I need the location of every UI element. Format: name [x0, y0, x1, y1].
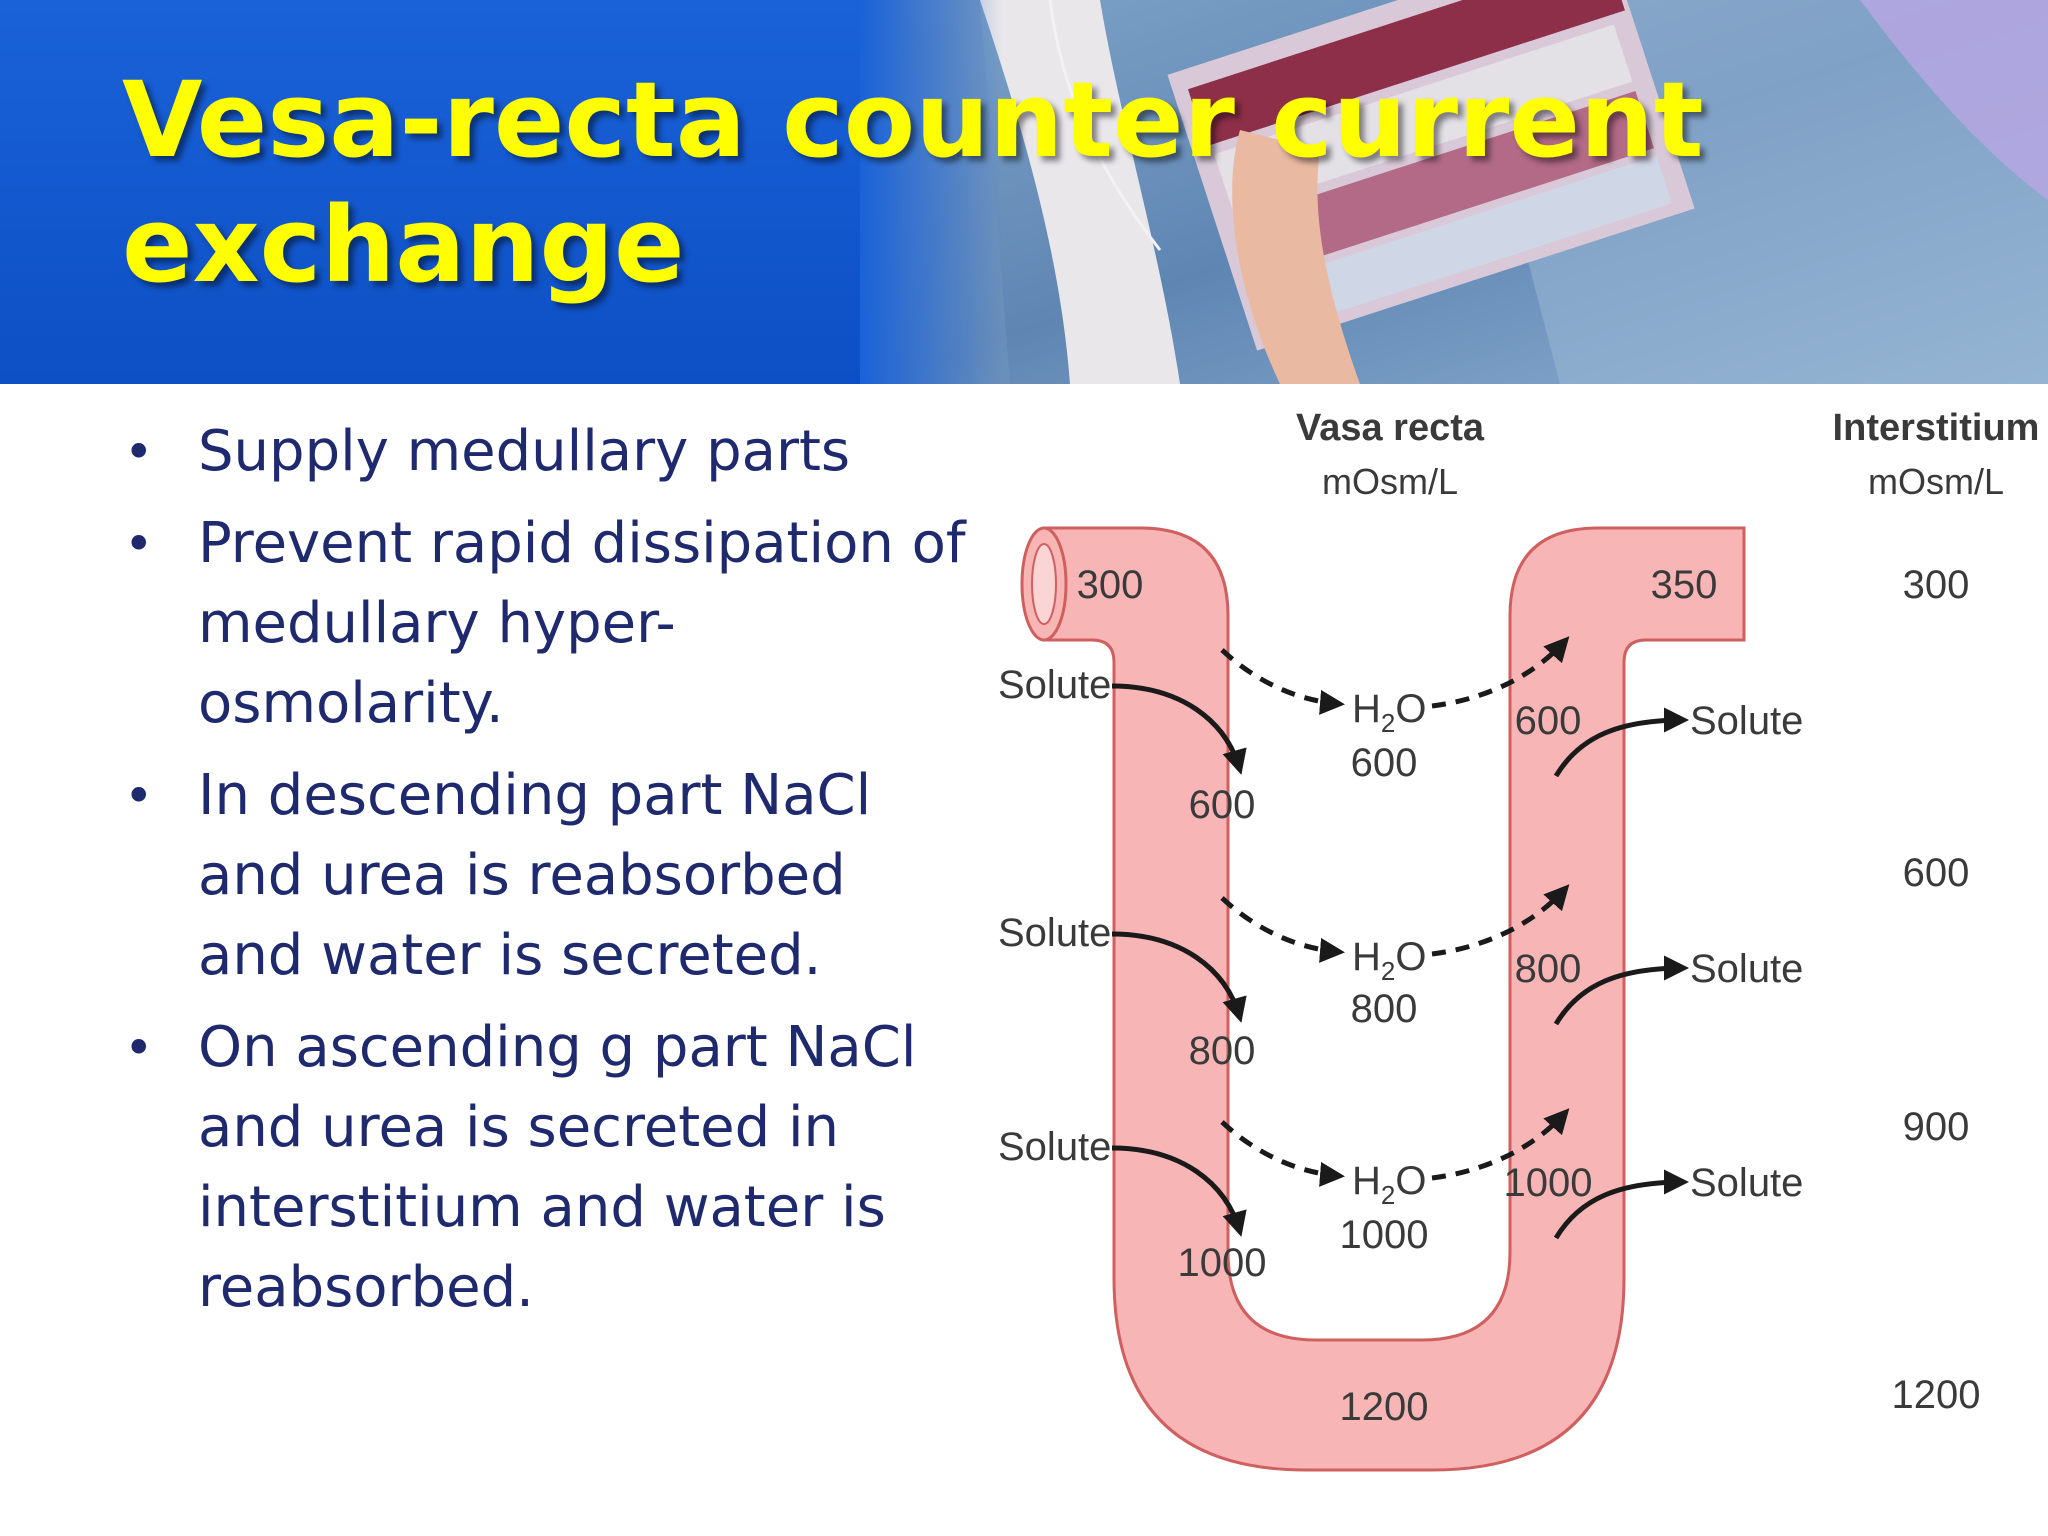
vessel-body [1042, 526, 1746, 1472]
outlet-value: 350 [1651, 563, 1718, 607]
bullet-item: • In descending part NaCl and urea is rea… [118, 756, 968, 996]
descending-value: 600 [1189, 783, 1256, 827]
solute-out-label: Solute [1690, 699, 1803, 743]
solute-out-label: Solute [1690, 947, 1803, 991]
solute-out-label: Solute [1690, 1161, 1803, 1205]
solute-in-label: Solute [998, 663, 1111, 707]
solute-out-arrow [1553, 1169, 1689, 1240]
water-subscript: 2 [1381, 956, 1395, 986]
water-out-arrow [1220, 896, 1345, 963]
water-label-600: H2O 600 [1351, 687, 1427, 785]
vessel-inlet-lumen [1031, 543, 1057, 625]
solute-in-label: Solute [998, 1125, 1111, 1169]
bullet-dot-icon: • [124, 767, 154, 825]
bullet-dot-icon: • [124, 1019, 154, 1077]
water-label-800: H2O 800 [1351, 935, 1427, 1031]
solute-in-arrow [1111, 683, 1247, 775]
bullet-dot-icon: • [124, 515, 154, 573]
bullet-text: Supply medullary parts [198, 419, 851, 484]
water-symbol: H [1352, 1159, 1381, 1203]
bullet-list: • Supply medullary parts • Prevent rapid d… [118, 412, 968, 1340]
interstitium-header: Interstitium [1833, 407, 2040, 449]
interstitium-value: 900 [1903, 1105, 1970, 1149]
water-in-arrow [1431, 884, 1570, 957]
ascending-value: 1000 [1504, 1161, 1593, 1205]
bullet-item: • Prevent rapid dissipation of medullary … [118, 504, 968, 744]
slide-title-line2: exchange [122, 183, 685, 306]
bullet-text: In descending part NaCl and urea is reab… [198, 763, 872, 988]
solute-out-arrow [1553, 707, 1689, 778]
solute-in-arrow [1111, 1145, 1247, 1237]
svg-text:H2O: H2O [1352, 1159, 1426, 1210]
slide-title-line1: Vesa-recta counter current [122, 59, 1704, 181]
descending-value: 800 [1189, 1029, 1256, 1073]
solute-in-arrow [1111, 931, 1247, 1023]
solute-in-label: Solute [998, 911, 1111, 955]
bullet-item: • On ascending g part NaCl and urea is se… [118, 1008, 968, 1328]
interstitium-value: 600 [1903, 851, 1970, 895]
ascending-value: 800 [1515, 947, 1582, 991]
inlet-value: 300 [1077, 563, 1144, 607]
water-suffix: O [1395, 687, 1426, 731]
water-subscript: 2 [1381, 708, 1395, 738]
solute-out-arrow [1553, 955, 1689, 1026]
water-in-arrow [1431, 636, 1570, 709]
interstitium-value: 1200 [1892, 1373, 1981, 1417]
bullet-dot-icon: • [124, 423, 154, 481]
water-suffix: O [1395, 935, 1426, 979]
water-symbol: H [1352, 935, 1381, 979]
bullet-text: On ascending g part NaCl and urea is sec… [198, 1015, 917, 1320]
bullet-text: Prevent rapid dissipation of medullary h… [198, 511, 966, 736]
descending-value: 1000 [1178, 1241, 1267, 1285]
water-value: 1000 [1340, 1213, 1429, 1257]
vasa-recta-diagram: Vasa recta mOsm/L Interstitium mOsm/L 30… [998, 407, 2040, 1472]
water-value: 600 [1351, 741, 1418, 785]
bullet-item: • Supply medullary parts [118, 412, 968, 492]
interstitium-value: 300 [1903, 563, 1970, 607]
title-banner: Vesa-recta counter current exchange [0, 0, 2048, 384]
water-in-arrow [1431, 1108, 1570, 1181]
water-label-1000: H2O 1000 [1340, 1159, 1429, 1257]
interstitium-unit: mOsm/L [1868, 461, 2004, 502]
bottom-value: 1200 [1340, 1385, 1429, 1429]
slide-title: Vesa-recta counter current exchange [122, 58, 1704, 308]
vasa-recta-unit: mOsm/L [1322, 461, 1458, 502]
svg-text:H2O: H2O [1352, 935, 1426, 986]
ascending-value: 600 [1515, 699, 1582, 743]
water-suffix: O [1395, 1159, 1426, 1203]
water-out-arrow [1220, 1120, 1345, 1187]
svg-text:H2O: H2O [1352, 687, 1426, 738]
vasa-recta-header: Vasa recta [1296, 407, 1485, 449]
student-books-photo [860, 0, 2048, 384]
water-out-arrow [1220, 648, 1345, 715]
water-symbol: H [1352, 687, 1381, 731]
water-subscript: 2 [1381, 1180, 1395, 1210]
water-value: 800 [1351, 987, 1418, 1031]
